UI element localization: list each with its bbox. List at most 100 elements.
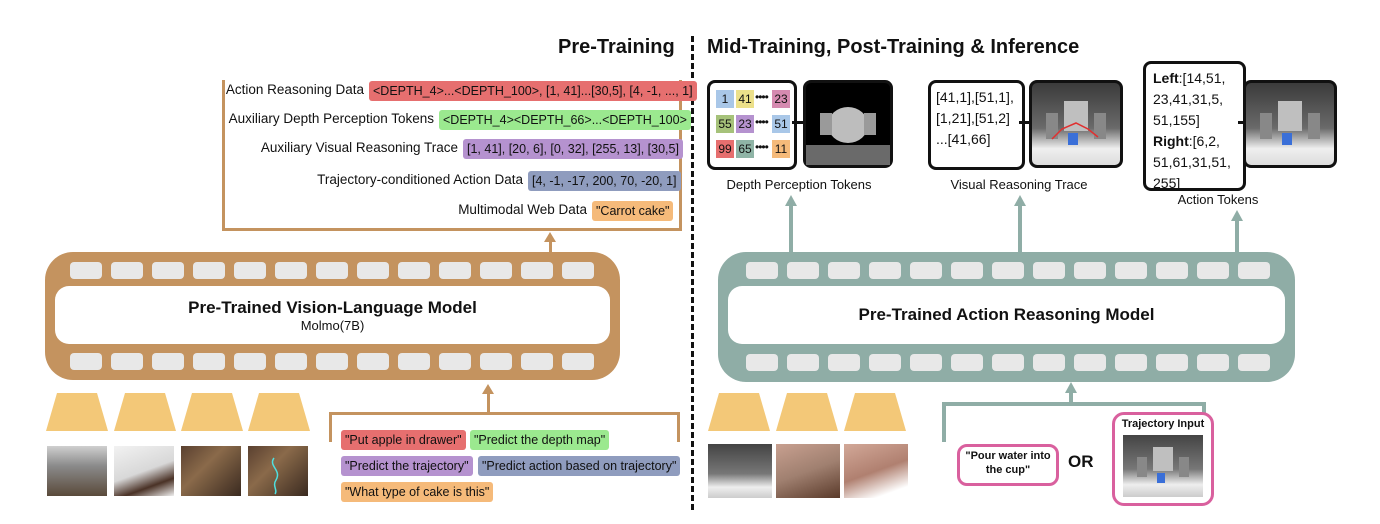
depth-token: 65 — [736, 140, 754, 158]
ellipsis-dots: •••• — [755, 140, 769, 154]
connector — [1019, 121, 1030, 124]
token-slot — [1238, 354, 1270, 371]
depth-token: 11 — [772, 140, 790, 158]
action-tokens-caption: Action Tokens — [1177, 192, 1259, 207]
image-encoder-trapezoid — [114, 393, 176, 431]
token-slot — [480, 353, 512, 370]
token-slot — [828, 262, 860, 279]
output-arrowhead-depth — [785, 195, 797, 206]
instruction-input: "Pour water into the cup" — [957, 444, 1059, 486]
token-slot — [439, 262, 471, 279]
token-slot — [1115, 262, 1147, 279]
token-slot — [1156, 354, 1188, 371]
or-label: OR — [1068, 452, 1094, 471]
left-arm-values: 23,41,31,5, — [1153, 91, 1224, 107]
image-encoder-trapezoid — [181, 393, 243, 431]
vlm-model-block: Pre-Trained Vision-Language Model Molmo(… — [45, 252, 620, 380]
left-arm-values: 51,155] — [1153, 112, 1200, 128]
output-arrow-trace — [1018, 202, 1022, 252]
robot-graphic — [1137, 447, 1189, 483]
data-chip-visual-reasoning: [1, 41], [20, 6], [0, 32], [255, 13], [3… — [463, 139, 683, 159]
robot-graphic — [1046, 101, 1106, 145]
data-chip-action-reasoning: <DEPTH_4>...<DEPTH_100>, [1, 41]...[30,5… — [369, 81, 697, 101]
data-label-visual-reasoning: Auxiliary Visual Reasoning Trace — [260, 140, 458, 155]
token-slot — [910, 262, 942, 279]
token-slot — [275, 353, 307, 370]
image-thumb-cake — [114, 446, 174, 496]
trajectory-input-label: Trajectory Input — [1121, 418, 1205, 430]
token-slot — [439, 353, 471, 370]
pretraining-title: Pre-Training — [558, 36, 675, 58]
token-slot — [521, 353, 553, 370]
token-slot — [521, 262, 553, 279]
token-slot — [357, 262, 389, 279]
token-slot — [828, 354, 860, 371]
image-encoder-trapezoid — [248, 393, 310, 431]
action-model-label-box: Pre-Trained Action Reasoning Model — [728, 286, 1285, 344]
trajectory-input-box: Trajectory Input — [1112, 412, 1214, 506]
data-chip-depth-perception: <DEPTH_4><DEPTH_66>...<DEPTH_100> — [439, 110, 691, 130]
token-slot — [1156, 262, 1188, 279]
visual-trace-line: [41,1],[51,1], — [936, 89, 1014, 105]
token-slot — [70, 353, 102, 370]
visual-trace-line: [1,21],[51,2] — [936, 110, 1010, 126]
token-slot — [316, 353, 348, 370]
ellipsis-dots: •••• — [755, 115, 769, 129]
section-divider — [691, 36, 694, 510]
right-arm-values: 51,61,31,51, — [1153, 154, 1231, 170]
token-slot — [1033, 354, 1065, 371]
ellipsis-dots: •••• — [755, 90, 769, 104]
token-slot — [562, 353, 594, 370]
token-slot — [193, 353, 225, 370]
prompt-chip-apple: "Put apple in drawer" — [341, 430, 466, 450]
depth-token: 41 — [736, 90, 754, 108]
token-slot — [746, 262, 778, 279]
visual-trace-line: ...[41,66] — [936, 131, 991, 147]
prompt-chip-action-trajectory: "Predict action based on trajectory" — [478, 456, 681, 476]
token-slot — [1238, 262, 1270, 279]
right-arm-values: :[6,2, — [1188, 133, 1220, 149]
token-slot — [357, 353, 389, 370]
action-reasoning-model-block: Pre-Trained Action Reasoning Model — [718, 252, 1295, 382]
data-chip-web-data: "Carrot cake" — [592, 201, 674, 221]
data-label-action-reasoning: Action Reasoning Data — [225, 82, 364, 97]
output-arrowhead-trace — [1014, 195, 1026, 206]
token-slot — [275, 262, 307, 279]
depth-tokens-caption: Depth Perception Tokens — [726, 177, 872, 192]
left-arm-label: Left — [1153, 70, 1179, 86]
token-slot — [787, 354, 819, 371]
vlm-model-title: Pre-Trained Vision-Language Model — [188, 298, 477, 317]
depth-token: 99 — [716, 140, 734, 158]
token-slot — [193, 262, 225, 279]
data-label-web-data: Multimodal Web Data — [458, 202, 587, 217]
token-slot — [992, 354, 1024, 371]
token-slot — [992, 262, 1024, 279]
prompt-chip-cake: "What type of cake is this" — [341, 482, 494, 502]
token-slot — [746, 354, 778, 371]
vlm-model-subtitle: Molmo(7B) — [300, 318, 365, 333]
data-label-trajectory-action: Trajectory-conditioned Action Data — [317, 172, 523, 187]
action-tokens-panel: Left:[14,51, 23,41,31,5, 51,155] Right:[… — [1143, 61, 1246, 191]
action-result-image — [1243, 80, 1337, 168]
image-encoder-trapezoid — [708, 393, 770, 431]
prompt-arrow-shaft — [487, 394, 490, 414]
token-slot — [951, 262, 983, 279]
depth-token: 1 — [716, 90, 734, 108]
right-arm-values: 255] — [1153, 175, 1181, 191]
prompt-arrowhead — [482, 384, 494, 394]
token-slot — [398, 353, 430, 370]
token-slot — [1074, 354, 1106, 371]
output-arrow-action — [1235, 217, 1239, 252]
right-arm-label: Right — [1153, 133, 1189, 149]
input-bracket-top — [942, 402, 1206, 406]
prompt-bracket-left — [329, 412, 332, 442]
image-thumb-wrist-right — [844, 444, 908, 498]
image-thumb-kitchen — [47, 446, 107, 496]
pretrain-bracket-bottom — [222, 228, 682, 231]
token-slot — [869, 262, 901, 279]
depth-token: 23 — [772, 90, 790, 108]
token-slot — [1197, 262, 1229, 279]
depth-token: 51 — [772, 115, 790, 133]
token-slot — [787, 262, 819, 279]
token-slot — [111, 262, 143, 279]
